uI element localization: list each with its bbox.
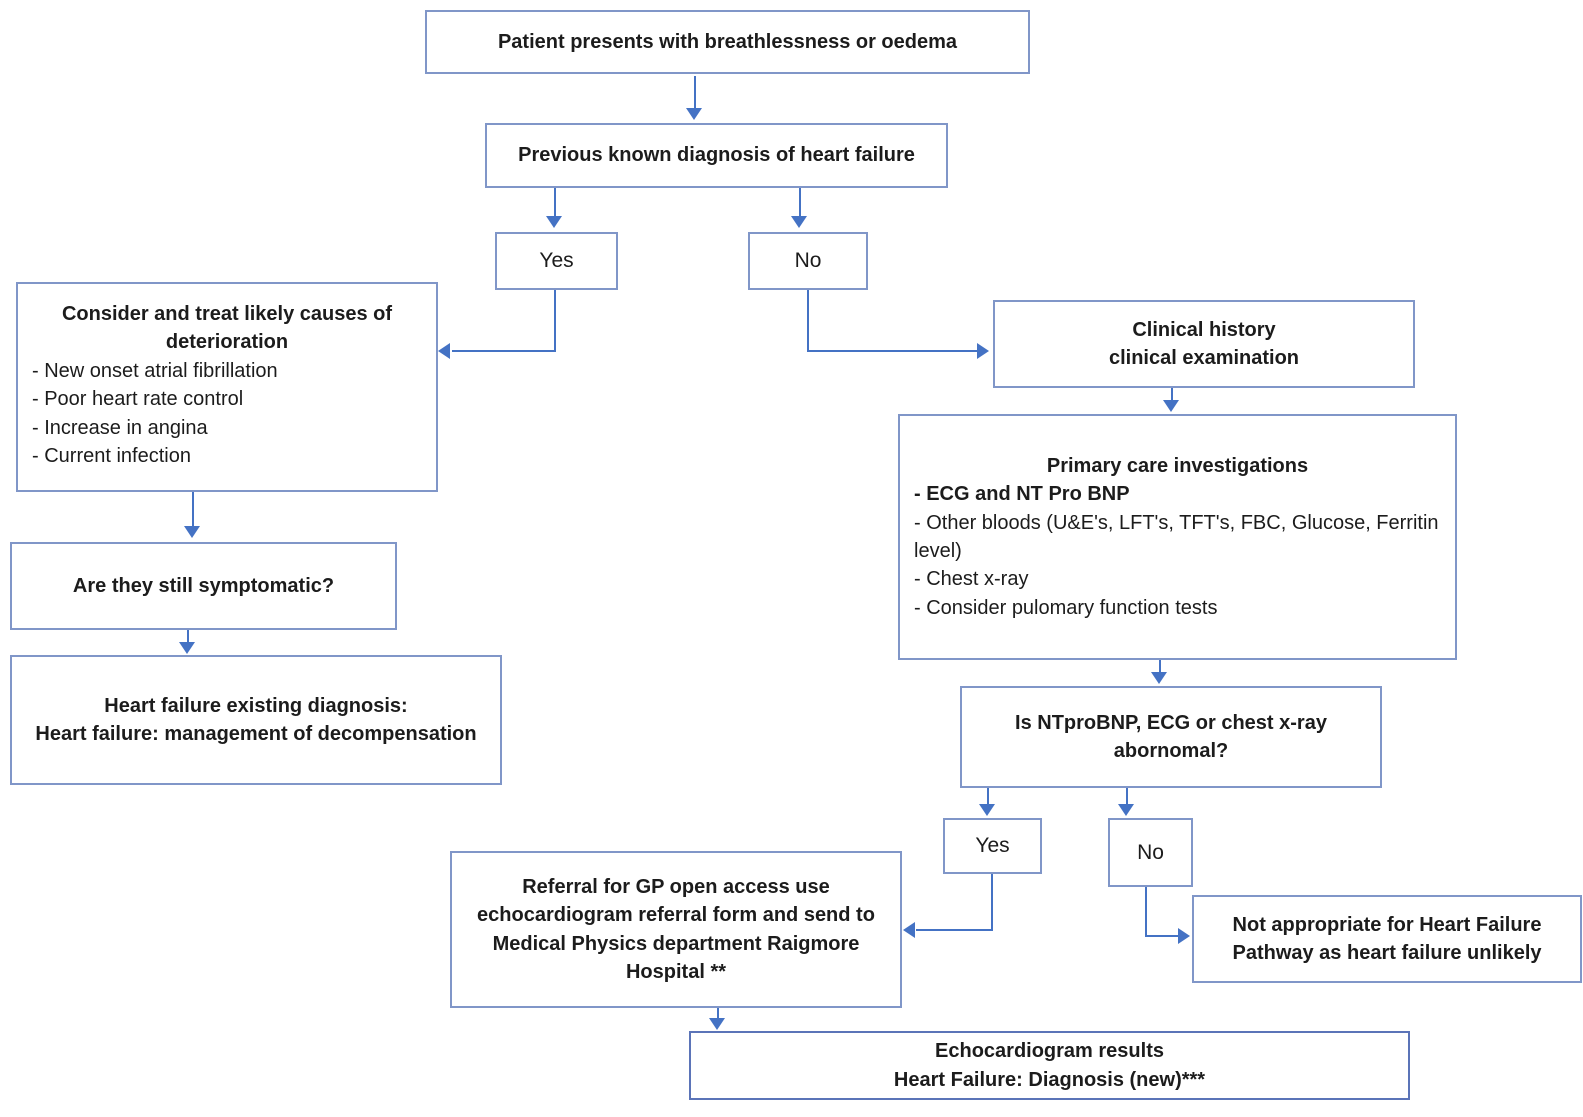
arrowhead-right-icon (1178, 928, 1190, 944)
clinical-history-line2: clinical examination (1108, 347, 1300, 369)
primary-care-item: - Other bloods (U&E's, LFT's, TFT's, FBC… (914, 511, 1439, 562)
consider-causes-title: Consider and treat likely causes of dete… (61, 303, 393, 354)
node-no-known-diagnosis: No (748, 232, 868, 290)
consider-causes-item: - Increase in angina (32, 416, 208, 439)
arrow-previous-to-no (799, 188, 801, 218)
arrow-yes-to-consider-horizontal (452, 350, 556, 352)
primary-care-item: - Chest x-ray (914, 568, 1029, 591)
node-primary-care-investigations: Primary care investigations - ECG and NT… (898, 414, 1457, 660)
arrowhead-down-icon (179, 642, 195, 654)
node-referral-echocardiogram: Referral for GP open access use echocard… (450, 851, 902, 1008)
node-yes-known-diagnosis: Yes (495, 232, 618, 290)
node-consider-causes: Consider and treat likely causes of dete… (16, 282, 438, 492)
node-yes-abnormal: Yes (943, 818, 1042, 874)
echocardiogram-results-line1: Echocardiogram results (935, 1040, 1164, 1063)
arrowhead-down-icon (184, 526, 200, 538)
node-patient-presents: Patient presents with breathlessness or … (425, 10, 1030, 74)
arrowhead-down-icon (1163, 400, 1179, 412)
consider-causes-item: - Current infection (32, 444, 191, 467)
node-abnormal-question: Is NTproBNP, ECG or chest x-ray abornoma… (960, 686, 1382, 788)
arrowhead-down-icon (1151, 672, 1167, 684)
node-previous-diagnosis: Previous known diagnosis of heart failur… (485, 123, 948, 188)
arrow-consider-to-symptomatic (192, 492, 194, 528)
arrowhead-left-icon (438, 343, 450, 359)
primary-care-item-ecg: - ECG and NT Pro BNP (914, 483, 1130, 506)
node-still-symptomatic: Are they still symptomatic? (10, 542, 397, 630)
arrow-question-to-yes (987, 788, 989, 806)
arrowhead-down-icon (979, 804, 995, 816)
node-clinical-history: Clinical history clinical examination (993, 300, 1415, 388)
arrowhead-down-icon (686, 108, 702, 120)
arrow-patient-to-previous (694, 76, 696, 110)
arrow-yes-to-referral-vertical (991, 874, 993, 931)
arrow-clinical-to-primary (1171, 388, 1173, 402)
arrow-question-to-no (1126, 788, 1128, 806)
primary-care-item: - Consider pulomary function tests (914, 596, 1218, 619)
echocardiogram-results-line2: Heart Failure: Diagnosis (new)*** (893, 1068, 1206, 1091)
existing-diagnosis-line2: Heart failure: management of decompensat… (35, 723, 477, 745)
arrow-symptomatic-to-existing (187, 630, 189, 644)
arrow-no-to-clinical-vertical (807, 290, 809, 352)
arrow-yes-to-referral-horizontal (916, 929, 993, 931)
arrow-no-to-notappropriate-vertical (1145, 887, 1147, 937)
arrowhead-left-icon (903, 922, 915, 938)
arrow-yes-to-consider-vertical (554, 290, 556, 352)
consider-causes-item: - New onset atrial fibrillation (32, 359, 278, 382)
existing-diagnosis-line1: Heart failure existing diagnosis: (104, 694, 408, 717)
arrow-no-to-clinical-horizontal (807, 350, 979, 352)
node-not-appropriate: Not appropriate for Heart Failure Pathwa… (1192, 895, 1582, 983)
consider-causes-item: - Poor heart rate control (32, 388, 244, 411)
arrowhead-down-icon (709, 1018, 725, 1030)
node-no-abnormal: No (1108, 818, 1193, 887)
node-echocardiogram-results: Echocardiogram results Heart Failure: Di… (689, 1031, 1410, 1100)
arrowhead-down-icon (791, 216, 807, 228)
primary-care-title: Primary care investigations (1046, 454, 1309, 477)
arrowhead-right-icon (977, 343, 989, 359)
arrow-referral-to-echo (717, 1008, 719, 1020)
arrow-primary-to-question (1159, 660, 1161, 674)
node-existing-diagnosis: Heart failure existing diagnosis: Heart … (10, 655, 502, 785)
arrowhead-down-icon (546, 216, 562, 228)
arrow-previous-to-yes (554, 188, 556, 218)
arrow-no-to-notappropriate-horizontal (1145, 935, 1178, 937)
clinical-history-line1: Clinical history (1132, 318, 1276, 341)
arrowhead-down-icon (1118, 804, 1134, 816)
